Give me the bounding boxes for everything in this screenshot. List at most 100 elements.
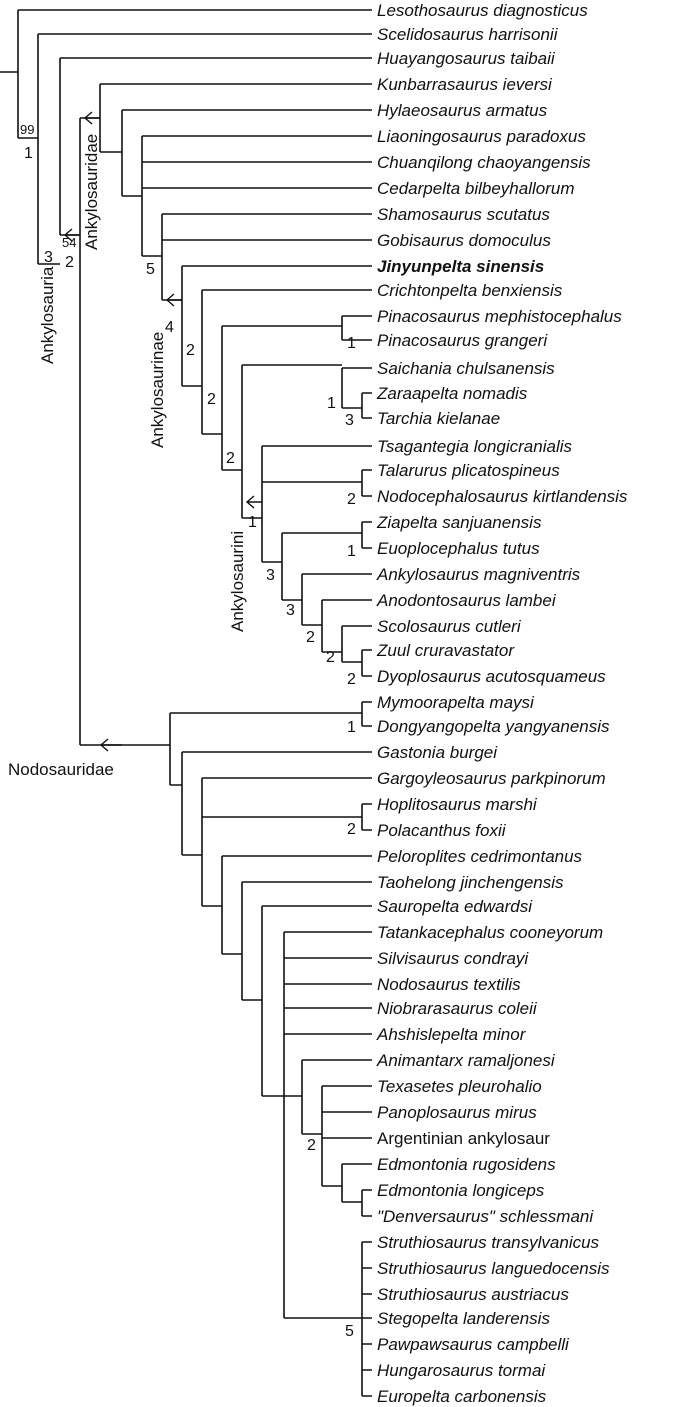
arrow-ankylosauridae-icon [83, 111, 100, 125]
taxon-label: Ankylosaurus magniventris [376, 565, 581, 584]
tree-branches [0, 9, 372, 1397]
taxon-label: Panoplosaurus mirus [377, 1103, 537, 1122]
taxon-label: Polacanthus foxii [377, 821, 507, 840]
support-clade-f: 2 [306, 629, 315, 646]
taxon-label: Gargoyleosaurus parkpinorum [377, 769, 606, 788]
support-ankylosaurinae: 4 [165, 319, 174, 336]
branch-node-ankylosauridae [99, 83, 372, 153]
taxon-label: Zaraapelta nomadis [376, 384, 528, 403]
branch-node-hoplitosaurus [361, 803, 372, 831]
taxon-label: Jinyunpelta sinensis [377, 257, 544, 276]
support-zaraapelta-tarchia: 3 [345, 412, 354, 429]
branch-node-mymoorapelta [361, 701, 372, 727]
support-clade-b: 2 [207, 391, 216, 408]
taxon-label: Pinacosaurus grangeri [377, 331, 548, 350]
taxon-label: Hylaeosaurus armatus [377, 101, 548, 120]
taxon-label: Sauropelta edwardsi [377, 897, 533, 916]
taxon-label: "Denversaurus" schlessmani [377, 1207, 594, 1226]
branch-node-struthiosaurus-clade [361, 1241, 372, 1397]
taxon-label: Ahshislepelta minor [376, 1025, 527, 1044]
branch-node-animantarx [284, 1059, 372, 1135]
taxon-label: Anodontosaurus lambei [376, 591, 557, 610]
taxon-label: Edmontonia longiceps [377, 1181, 545, 1200]
branch-node-root [17, 9, 372, 139]
taxon-label: Scelidosaurus harrisonii [377, 25, 559, 44]
branch-node-texasetes-clade [321, 1085, 372, 1187]
branch-node-taohelong [241, 881, 372, 1001]
taxon-label: Struthiosaurus transylvanicus [377, 1233, 600, 1252]
branch-node-polytomy [283, 931, 372, 1319]
taxon-label: Saichania chulsanensis [377, 359, 555, 378]
taxon-label: Europelta carbonensis [377, 1387, 547, 1406]
taxon-label: Dyoplosaurus acutosquameus [377, 667, 606, 686]
support-clade-c: 2 [226, 450, 235, 467]
arrow-ankylosaurinae-icon [165, 293, 182, 307]
clade-arrows [63, 111, 262, 752]
taxon-label: Tsagantegia longicranialis [377, 437, 573, 456]
taxon-label: Mymoorapelta maysi [377, 693, 535, 712]
support-root-bremer: 1 [24, 145, 33, 162]
support-ankylosaurini: 1 [248, 514, 257, 531]
taxon-label: Animantarx ramaljonesi [376, 1051, 556, 1070]
branch-node-clade-e [301, 573, 372, 626]
taxon-label: Gobisaurus domoculus [377, 231, 551, 250]
taxon-label: Silvisaurus condrayi [377, 949, 529, 968]
taxon-label: Struthiosaurus austriacus [377, 1285, 569, 1304]
support-talarurus: 2 [347, 491, 356, 508]
support-ziapelta: 1 [347, 543, 356, 560]
taxon-label: Pawpawsaurus campbelli [377, 1335, 570, 1354]
taxon-label: Hoplitosaurus marshi [377, 795, 538, 814]
taxon-label: Talarurus plicatospineus [377, 461, 560, 480]
branch-node-hylaeosaurus [121, 109, 372, 197]
support-clade-g: 2 [326, 649, 335, 666]
clade-label-nodosauridae: Nodosauridae [8, 760, 114, 779]
taxon-label: Euoplocephalus tutus [377, 539, 540, 558]
taxon-label: Nodosaurus textilis [377, 975, 521, 994]
taxon-label: Pinacosaurus mephistocephalus [377, 307, 622, 326]
taxon-label: Zuul cruravastator [376, 641, 515, 660]
support-ankylosauria-bremer: 2 [65, 254, 74, 271]
taxon-label: Dongyangopelta yangyanensis [377, 717, 610, 736]
support-hoplitosaurus: 2 [347, 821, 356, 838]
support-texasetes-clade: 2 [307, 1137, 316, 1154]
taxon-label: Cedarpelta bilbeyhallorum [377, 179, 575, 198]
taxon-label: Tarchia kielanae [377, 409, 500, 428]
branch-node-saichania [341, 367, 372, 409]
branch-node-pinacosaurus [341, 315, 372, 341]
taxon-label: Taohelong jinchengensis [377, 873, 564, 892]
branch-node-ankylosaurini [261, 445, 372, 563]
branch-node-clade-a [201, 289, 372, 435]
branch-node-talarurus [361, 469, 372, 497]
branch-node-shamosaurus [161, 213, 372, 301]
branch-node-thyreophora [37, 33, 372, 265]
branch-node-clade-b [221, 325, 342, 471]
branch-node-clade-c [241, 364, 342, 519]
branch-node-clade-d [281, 532, 362, 601]
arrow-ankylosauria-icon [63, 228, 80, 242]
taxon-label: Gastonia burgei [377, 743, 498, 762]
taxon-label: Hungarosaurus tormai [377, 1361, 546, 1380]
taxon-label: Ziapelta sanjuanensis [376, 513, 542, 532]
support-values: 99 1 3 54 2 5 4 2 1 2 2 1 3 2 1 1 3 3 2 … [20, 122, 356, 1340]
branch-node-edmontonia [341, 1163, 372, 1203]
support-clade-e: 3 [286, 602, 295, 619]
taxon-label: Liaoningosaurus paradoxus [377, 127, 586, 146]
taxon-label: Edmontonia rugosidens [377, 1155, 556, 1174]
taxon-label: Stegopelta landerensis [377, 1309, 550, 1328]
taxon-label: Kunbarrasaurus ieversi [377, 75, 553, 94]
taxon-label: Peloroplites cedrimontanus [377, 847, 583, 866]
branch-node-zaraapelta [361, 392, 372, 419]
taxon-label: Argentinian ankylosaur [377, 1129, 550, 1148]
support-struthiosaurus-clade: 5 [345, 1323, 354, 1340]
support-clade-d: 3 [266, 567, 275, 584]
taxon-label: Nodocephalosaurus kirtlandensis [377, 487, 628, 506]
taxon-label: Crichtonpelta benxiensis [377, 281, 563, 300]
taxon-label: Texasetes pleurohalio [377, 1077, 542, 1096]
support-thyreophora: 3 [44, 249, 53, 266]
taxon-label: Huayangosaurus taibaii [377, 49, 556, 68]
taxon-label: Lesothosaurus diagnosticus [377, 1, 588, 20]
support-saichania: 1 [327, 395, 336, 412]
clade-labels: Ankylosauridae Ankylosaurinae Ankylosaur… [8, 134, 247, 779]
branch-node-gargoyleosaurus [201, 777, 372, 907]
